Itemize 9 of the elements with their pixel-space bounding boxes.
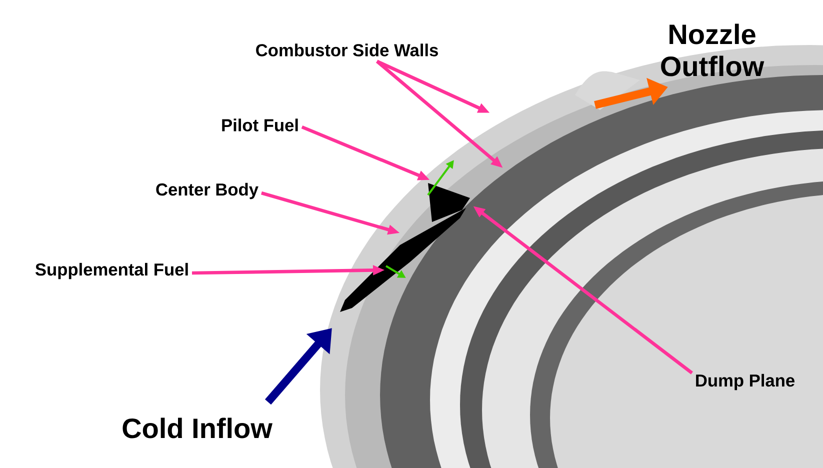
flow-label: Nozzle Outflow <box>661 24 764 76</box>
part-label: Pilot Fuel <box>222 118 298 132</box>
part-label: Supplemental Fuel <box>35 262 188 280</box>
part-label: Center Body <box>156 182 258 200</box>
part-label: Dump Plane <box>696 374 794 390</box>
flow-label: Cold Inflow <box>122 418 272 438</box>
pilot-injector-drawing <box>428 183 470 222</box>
part-label: Combustor Side Walls <box>256 44 438 56</box>
center-body-drawing <box>340 208 466 312</box>
